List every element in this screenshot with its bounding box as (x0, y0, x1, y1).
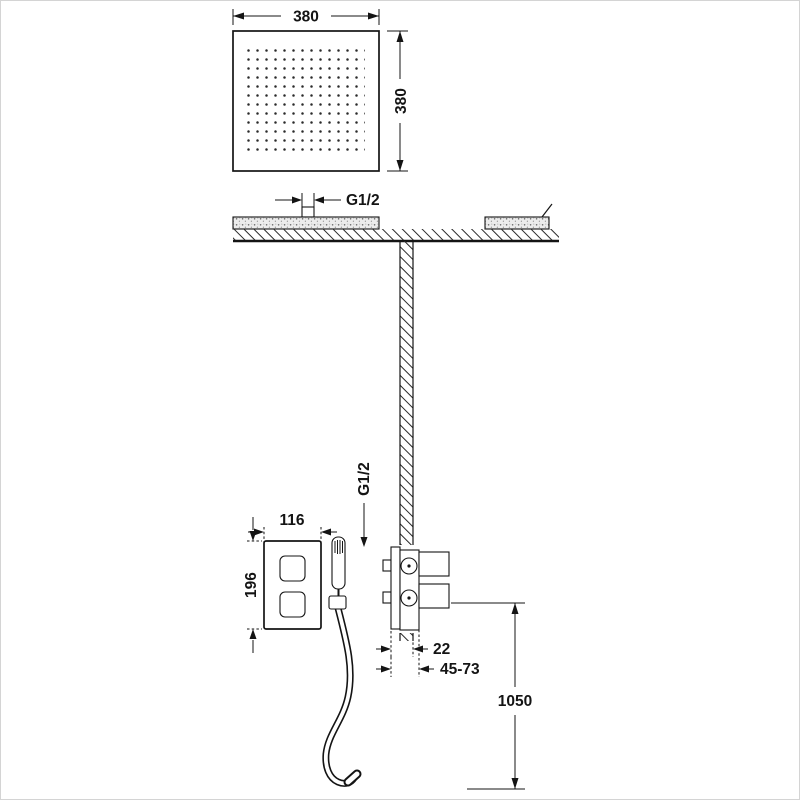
dim-wall-offset-label: 22 (433, 641, 450, 658)
valve-knob-bottom (279, 591, 306, 618)
valve-handle-stem-top (382, 559, 392, 572)
ceiling-section (232, 203, 559, 243)
wall-hatch (400, 241, 413, 641)
hand-shower (322, 536, 362, 787)
break-tick (541, 203, 553, 218)
dim-valve-height-label: 196 (243, 572, 260, 598)
dim-valve-width-label: 116 (279, 512, 304, 529)
valve-side-view (382, 545, 451, 633)
dim-recess-depth: 45-73 (376, 611, 480, 678)
valve-trim-side (390, 546, 401, 630)
handset (331, 536, 346, 590)
dim-head-width-label: 380 (293, 9, 319, 26)
valve-knob-top (279, 555, 306, 582)
dim-installation-height: 1050 (451, 602, 532, 790)
dim-recess-depth-label: 45-73 (440, 661, 480, 678)
valve-plate (263, 540, 322, 630)
shower-hose (323, 606, 356, 786)
valve-port-top (400, 557, 418, 575)
dim-head-width: 380 (232, 9, 380, 26)
dim-installation-height-label: 1050 (498, 693, 532, 710)
dim-head-depth-label: 380 (393, 88, 410, 114)
ceiling-hatch (233, 229, 559, 241)
dim-wall-offset: 22 (376, 631, 450, 658)
handset-grip-texture (334, 540, 343, 554)
valve-port-top-center (407, 564, 411, 568)
dim-valve-connection: G1/2 (356, 462, 373, 547)
shower-head-plan-view (232, 30, 380, 172)
valve-port-bottom-center (407, 596, 411, 600)
dim-head-connection: G1/2 (275, 192, 380, 209)
valve-handle-stem-bottom (382, 591, 392, 604)
dim-valve-height: 196 (243, 517, 262, 653)
handset-holder (328, 595, 347, 610)
valve-rear-box-bottom (418, 583, 450, 609)
dim-valve-connection-label: G1/2 (356, 462, 373, 496)
valve-rear-box-top (418, 551, 450, 577)
shower-head-side-view-partial (484, 216, 550, 230)
dim-valve-width: 116 (248, 512, 337, 543)
dim-head-depth: 380 (387, 30, 410, 172)
dim-head-connection-label: G1/2 (346, 192, 380, 209)
hose-fitting (345, 771, 360, 785)
valve-port-bottom (400, 589, 418, 607)
nozzle-grid (247, 45, 365, 157)
head-connection-stub (301, 206, 315, 218)
valve-front-view (263, 540, 322, 630)
shower-head-side-view (232, 216, 380, 230)
